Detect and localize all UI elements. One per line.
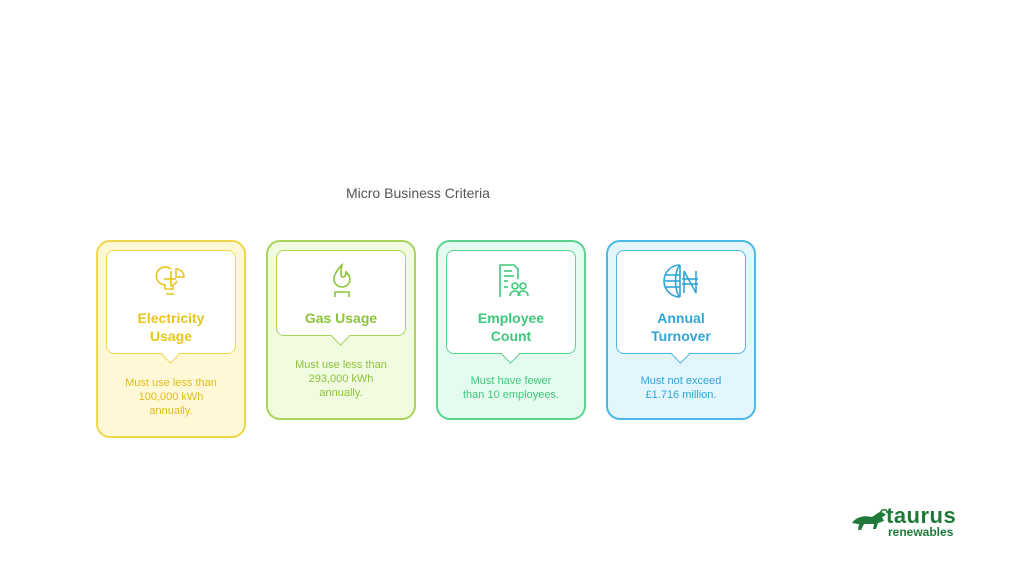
card-header: Electricity Usage [106,250,236,354]
globe-currency-icon [663,264,698,298]
card-title-line: Annual [657,310,705,326]
diagram-title: Micro Business Criteria [346,185,490,201]
card-description: 293,000 kWh [308,373,374,385]
card-header: Gas Usage [276,250,406,336]
card-description: annually. [149,405,193,417]
card-title-line: Usage [149,328,193,344]
document-people-icon [499,264,529,297]
card-title-line: Gas Usage [304,310,378,326]
logo-text-primary: taurus [886,503,957,528]
card-description: £1.716 million. [645,389,717,401]
card-description: than 10 employees. [462,389,559,401]
card-description: annually. [319,387,363,399]
logo-text-secondary: renewables [888,525,954,539]
card-header: Annual Turnover [616,250,746,354]
card-description: 100,000 kWh [138,391,204,403]
card-title-line: Electricity [137,310,205,326]
card-description: Must have fewer [470,375,552,387]
card-employee-count: Employee Count Must have fewer than 10 e… [436,240,586,420]
card-description: Must not exceed [640,375,722,387]
card-title-line: Count [490,328,532,344]
card-gas-usage: Gas Usage Must use less than 293,000 kWh… [266,240,416,420]
card-electricity-usage: Electricity Usage Must use less than 100… [96,240,246,438]
card-description: Must use less than [295,359,387,371]
card-description: Must use less than [125,377,217,389]
lightbulb-pie-icon [155,266,185,295]
gas-flame-icon [333,262,351,297]
card-title-line: Employee [477,310,545,326]
card-annual-turnover: Annual Turnover Must not exceed £1.716 m… [606,240,756,420]
card-header: Employee Count [446,250,576,354]
bull-icon [852,509,888,530]
card-title-line: Turnover [651,328,711,344]
